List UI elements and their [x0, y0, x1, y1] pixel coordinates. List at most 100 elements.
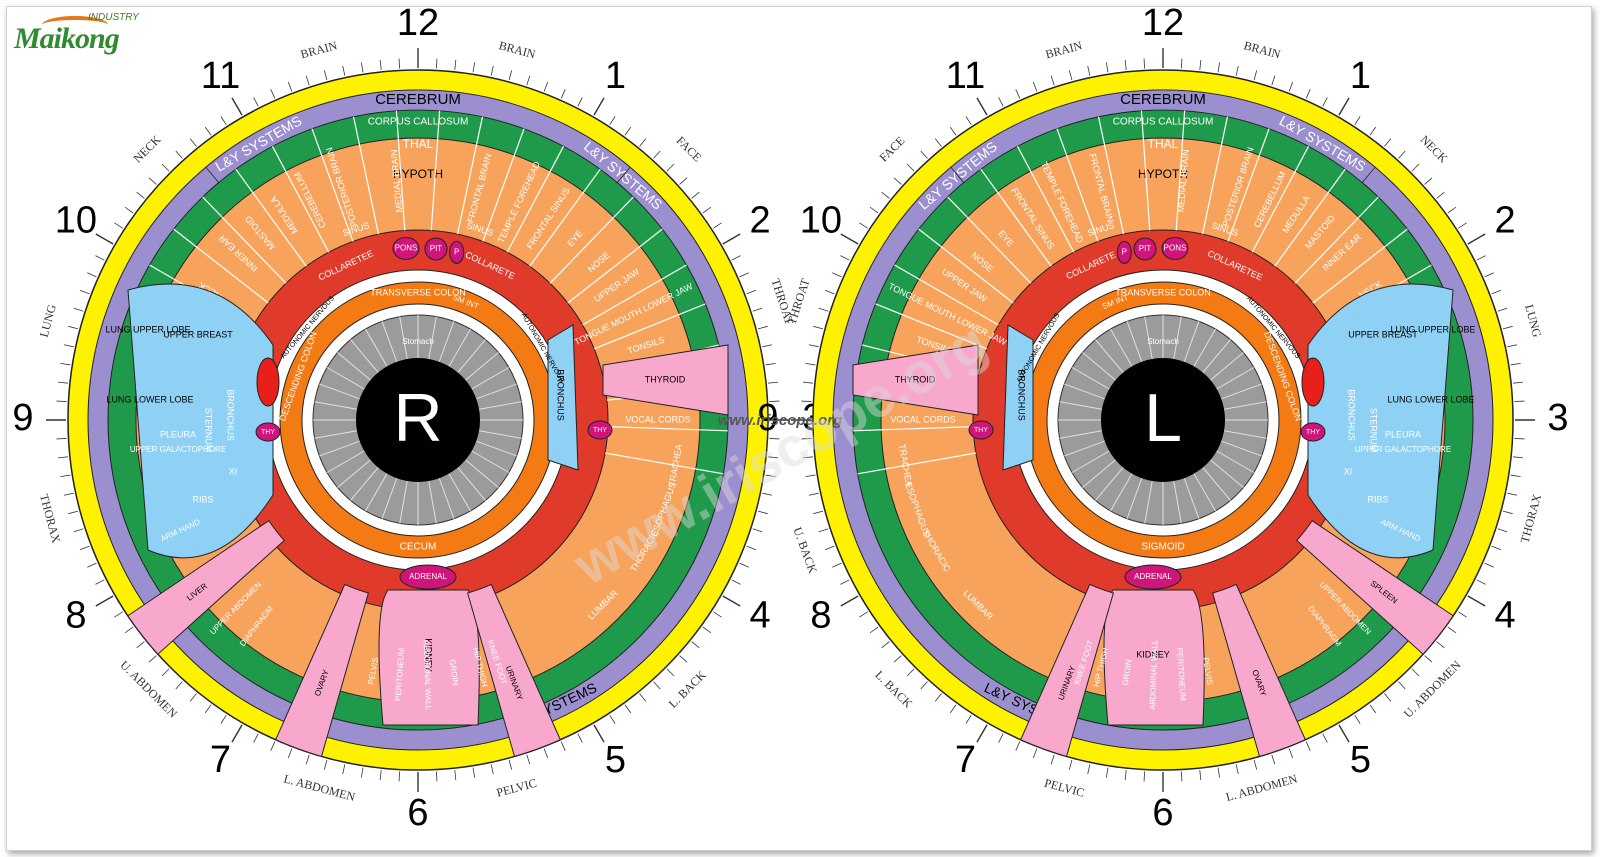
tick-mark — [1369, 704, 1377, 714]
ribs-label: RIBS — [1367, 494, 1388, 504]
tick-mark — [379, 770, 382, 781]
tick-mark — [57, 456, 68, 459]
breast-label: UPPER BREAST — [1348, 329, 1418, 339]
thy-icon — [968, 420, 994, 440]
tick-mark — [757, 510, 768, 515]
tick-mark — [702, 206, 712, 214]
body-zone-label: THORAX — [37, 493, 64, 545]
tick-mark — [1502, 510, 1513, 515]
tick-mark — [526, 754, 531, 765]
tick-mark — [1015, 89, 1021, 99]
tick-mark — [1105, 767, 1109, 778]
tick-mark — [1288, 81, 1294, 92]
body-zone-label: NECK — [1417, 133, 1450, 166]
lung-upper-label: LUNG UPPER LOBE — [105, 324, 190, 334]
stomach-spoke — [478, 430, 522, 439]
thy-icon — [587, 420, 613, 440]
tick-mark — [1124, 59, 1127, 70]
sector-divider — [1227, 128, 1270, 242]
stomach-spoke — [337, 459, 371, 488]
heart-icon — [1301, 357, 1325, 407]
tick-mark — [824, 289, 835, 295]
tick-mark — [1491, 545, 1502, 551]
tick-mark — [1087, 65, 1091, 76]
stomach-spoke — [1110, 473, 1133, 512]
thyroid-label: THYROID — [895, 374, 936, 384]
tick-mark — [859, 611, 869, 618]
tick-mark — [220, 714, 227, 724]
tick-mark — [543, 81, 549, 92]
tick-mark — [270, 89, 276, 99]
tick-mark — [175, 681, 183, 690]
logo-name: Maikong — [14, 22, 120, 55]
tick-mark — [639, 693, 647, 702]
tick-mark — [1457, 222, 1467, 229]
tick-mark — [56, 438, 67, 440]
tick-mark — [1497, 528, 1508, 533]
body-zone-label: BRAIN — [497, 38, 537, 61]
tick-mark — [124, 206, 134, 214]
stomach-spoke — [1071, 450, 1110, 473]
thyroid-tab — [852, 344, 979, 416]
tick-mark — [1288, 748, 1294, 759]
tick-mark — [454, 770, 457, 781]
sector-divider — [947, 196, 1032, 284]
stomach-spoke — [1216, 367, 1255, 390]
tick-mark — [526, 75, 531, 86]
stomach-spoke — [381, 321, 398, 362]
adrenal-icon — [1124, 564, 1182, 590]
tick-mark — [679, 655, 688, 663]
tick-mark — [1338, 97, 1350, 116]
tick-mark — [976, 97, 988, 116]
tick-mark — [1513, 456, 1524, 459]
pupil — [356, 358, 480, 482]
tick-mark — [189, 138, 197, 147]
tick-mark — [1354, 714, 1361, 724]
tick-mark — [114, 611, 124, 618]
spleen-tab — [1296, 519, 1454, 655]
clock-number: 3 — [1547, 397, 1568, 439]
body-zone-label: BRAIN — [299, 38, 339, 61]
tick-mark — [73, 528, 84, 533]
sector-divider — [918, 228, 1014, 304]
tick-mark — [305, 754, 310, 765]
tick-mark — [801, 438, 812, 440]
tick-mark — [859, 222, 869, 229]
p-label: P — [454, 248, 459, 257]
thyroid-tab — [602, 344, 729, 416]
region-label: VOCAL CORDS — [625, 414, 690, 424]
stomach-spoke — [476, 383, 517, 400]
tick-mark — [965, 116, 972, 126]
thyroid-label: THYROID — [645, 374, 686, 384]
cerebrum-label: CEREBRUM — [1120, 91, 1206, 108]
stomach-spoke — [457, 339, 486, 373]
tick-mark — [1484, 562, 1494, 568]
logo-tagline: INDUSTRY — [88, 12, 139, 23]
pupil — [1101, 358, 1225, 482]
tick-mark — [691, 191, 700, 199]
tick-mark — [1507, 344, 1518, 348]
tick-mark — [998, 97, 1004, 107]
tick-mark — [739, 562, 749, 568]
tick-mark — [360, 62, 364, 73]
bronchus-block — [547, 324, 579, 471]
body-zone-label: PELVIC — [1043, 776, 1086, 800]
tick-mark — [490, 764, 494, 775]
stomach-spoke — [1059, 401, 1103, 410]
tick-mark — [1369, 126, 1377, 136]
thy-label: THY — [1306, 429, 1320, 436]
clock-number: 4 — [750, 595, 771, 637]
tick-mark — [220, 116, 227, 126]
tick-mark — [577, 733, 583, 743]
tick-mark — [1087, 764, 1091, 775]
tick-mark — [808, 344, 819, 348]
sector-divider — [894, 264, 999, 326]
tick-mark — [1491, 289, 1502, 295]
stomach-spoke — [1210, 352, 1244, 381]
clock-number: 8 — [810, 595, 831, 637]
ovary-tab — [274, 583, 370, 758]
stomach-spoke — [1095, 467, 1124, 501]
tick-mark — [1217, 767, 1221, 778]
